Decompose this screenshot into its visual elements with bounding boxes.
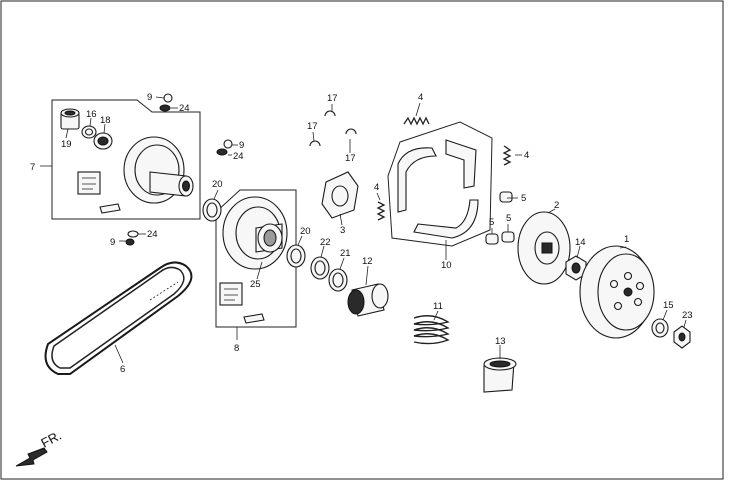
label-17-right: 17 [345,153,356,164]
part-14-nut [565,255,587,281]
part-labels: 9 24 16 18 19 7 9 24 20 9 24 17 17 17 4 … [30,92,693,375]
assembly-box-7 [51,99,201,220]
label-25: 25 [250,279,261,290]
label-7: 7 [30,162,35,173]
label-2: 2 [554,200,559,211]
label-4-right: 4 [524,150,529,161]
part-4-springs [376,116,512,221]
label-23: 23 [682,310,693,321]
part-15-washer [651,318,669,338]
label-12: 12 [362,256,373,267]
part-10-clutch-shoes [397,139,479,239]
label-24-top: 24 [179,103,190,114]
part-17-clips [309,110,357,147]
label-13: 13 [495,336,506,347]
part-2-drive-plate [517,211,571,285]
front-label: FR. [38,428,64,451]
label-6: 6 [120,364,125,375]
part-6-drive-belt [44,261,193,375]
label-9-mid: 9 [239,140,244,151]
outer-frame [0,0,724,480]
part-3-plate [321,171,359,219]
label-21: 21 [340,248,351,259]
part-18-bearing [93,132,113,150]
part-20-spring-left [202,198,222,222]
part-12-collar [347,283,389,317]
part-1-clutch-outer [579,245,655,339]
front-direction-indicator: FR. [15,428,64,467]
part-13-collar [483,357,517,393]
bolt-9-24-mid [216,139,233,156]
label-20-left: 20 [212,179,223,190]
part-23-nut [673,325,691,349]
part-7-drive-face [123,136,194,204]
label-9-top: 9 [147,92,152,103]
label-18: 18 [100,115,111,126]
label-9-low: 9 [110,237,115,248]
label-24-mid: 24 [233,151,244,162]
leader-lines [40,96,687,364]
label-17-left: 17 [307,121,318,132]
label-15: 15 [663,300,674,311]
part-25-driven-face [222,196,288,270]
label-1: 1 [624,234,629,245]
label-4-left: 4 [374,182,379,193]
part-20-spring-right [286,244,306,268]
label-3: 3 [340,225,345,236]
slider-kit-7 [77,171,121,214]
front-arrow-icon [15,447,48,467]
label-20-right: 20 [300,226,311,237]
label-5-left: 5 [489,217,494,228]
part-16-seal [81,125,97,139]
bolt-9-24-low [125,230,139,246]
part-22-washer [310,256,330,280]
part-11-compression-spring [413,315,450,345]
bolt-9-24-top [159,93,173,112]
part-19-needle-bearing [60,108,80,130]
slider-kit-8 [219,282,265,324]
label-5-top: 5 [521,193,526,204]
label-8: 8 [234,343,239,354]
part-5-dampers [485,191,515,245]
label-24-low: 24 [147,229,158,240]
label-4-top: 4 [418,92,423,103]
label-19: 19 [61,139,72,150]
label-14: 14 [575,237,586,248]
label-22: 22 [320,237,331,248]
label-16: 16 [86,109,97,120]
label-5-right: 5 [506,213,511,224]
label-10: 10 [441,260,452,271]
label-17-top: 17 [327,93,338,104]
assembly-box-10 [387,121,493,247]
label-11: 11 [433,301,443,312]
part-21-washer [328,268,348,292]
